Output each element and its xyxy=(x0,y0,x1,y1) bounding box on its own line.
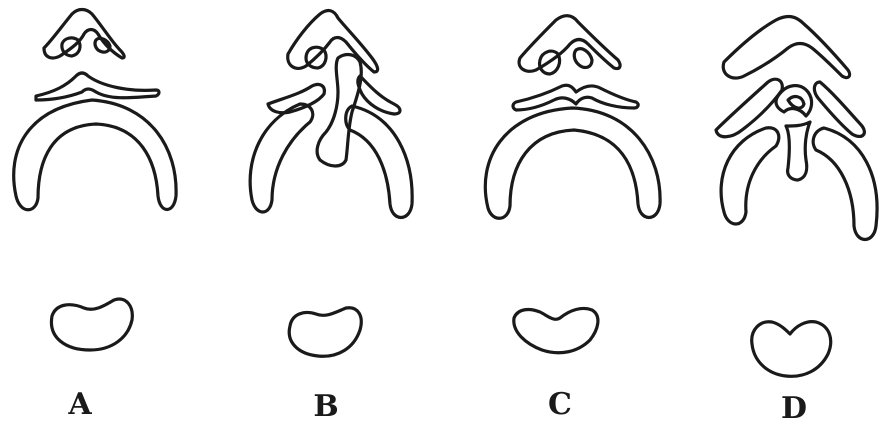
panel-b-cleft-column xyxy=(317,55,361,166)
panel-c-tongue xyxy=(514,308,598,352)
panel-b-nose-outline xyxy=(288,11,378,72)
panel-b-tongue xyxy=(289,308,361,357)
panel-c-lip-band xyxy=(513,85,638,110)
panel-b-label: B xyxy=(313,389,338,424)
panel-d-premaxilla-inner xyxy=(788,97,804,109)
panel-a-nose-outline xyxy=(44,10,124,59)
panel-d-nose-outline xyxy=(723,17,849,79)
panel-a-palate-arch xyxy=(14,100,176,210)
panel-c-label: C xyxy=(548,387,572,422)
panel-c-nose-outline xyxy=(519,16,620,72)
panel-b-left-lip xyxy=(268,84,324,112)
panel-d-label: D xyxy=(781,391,807,426)
panel-a-lip-band xyxy=(36,73,159,100)
panel-d: D xyxy=(716,17,877,426)
panel-d-palate-right xyxy=(813,128,877,240)
panel-b-palate-right xyxy=(346,106,412,218)
panel-c-nostril-right xyxy=(574,49,592,68)
panel-a: A xyxy=(14,10,176,423)
panel-b-palate-left xyxy=(250,104,313,212)
panel-a-tongue xyxy=(51,299,132,350)
panel-c: C xyxy=(485,16,660,422)
panel-c-palate-arch xyxy=(485,108,660,218)
panel-d-tongue xyxy=(752,322,831,377)
panel-d-premaxilla xyxy=(776,86,812,116)
panel-d-vomer xyxy=(786,122,810,180)
panel-d-palate-left xyxy=(721,128,779,224)
panel-b: B xyxy=(250,11,412,424)
panel-a-label: A xyxy=(67,387,92,422)
